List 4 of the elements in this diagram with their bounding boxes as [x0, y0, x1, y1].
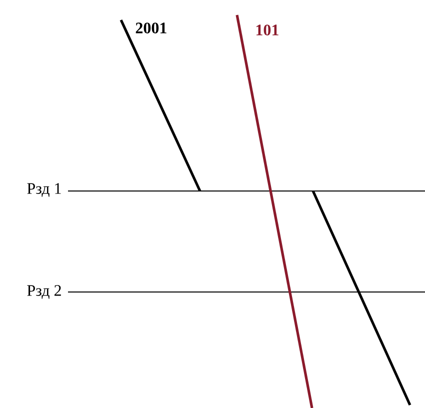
train-number: 2001 — [136, 22, 166, 34]
train-number: 101 — [256, 24, 278, 36]
station-label: Рзд 1 — [27, 183, 61, 197]
station-label: Рзд 2 — [27, 285, 61, 299]
